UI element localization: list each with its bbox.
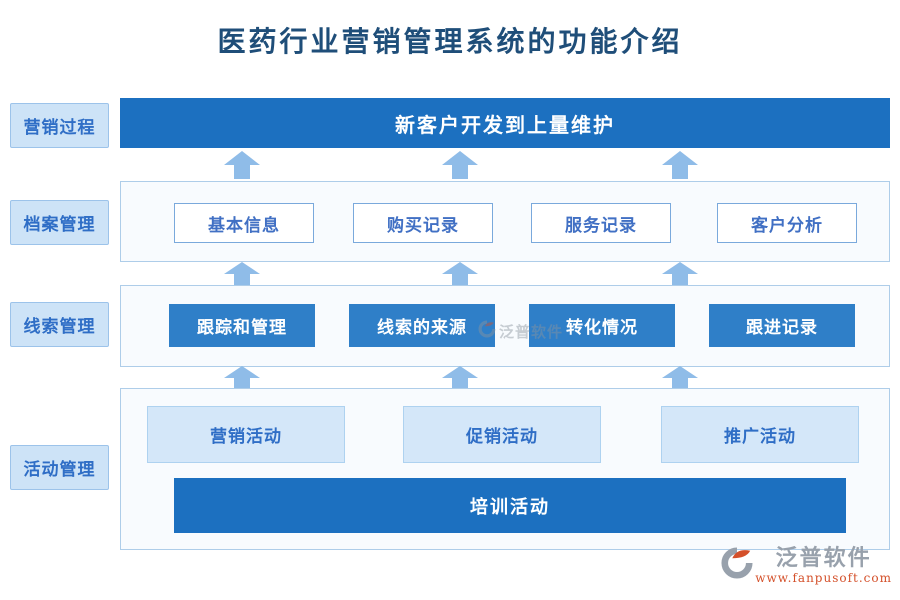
up-arrow-icon [662,262,698,286]
leads-item-tracking-management: 跟踪和管理 [169,304,315,347]
side-label-activity-management: 活动管理 [10,445,109,490]
up-arrow-icon [442,366,478,390]
leads-item-label: 线索的来源 [377,318,467,338]
training-bar-label: 培训活动 [470,496,550,518]
side-label-text: 线索管理 [23,317,96,337]
page-title: 医药行业营销管理系统的功能介绍 [217,25,683,58]
leads-item-label: 跟进记录 [746,318,818,338]
banner-text: 新客户开发到上量维护 [395,112,615,137]
leads-item-followup-records: 跟进记录 [709,304,855,347]
leads-item-lead-source: 线索的来源 [349,304,495,347]
top-banner: 新客户开发到上量维护 [120,98,890,148]
activity-training-bar: 培训活动 [174,478,846,533]
fanpu-logo-icon [721,547,753,583]
up-arrow-icon [662,366,698,390]
activity-item-marketing: 营销活动 [147,406,345,463]
brand-url: www.fanpusoft.com [755,571,892,585]
side-label-marketing-process: 营销过程 [10,103,109,148]
activity-section: 营销活动 促销活动 推广活动 培训活动 [120,388,890,550]
up-arrow-icon [662,151,698,179]
brand-name: 泛普软件 [775,545,872,571]
activity-item-outreach: 推广活动 [661,406,859,463]
activity-item-label: 营销活动 [210,427,282,447]
up-arrow-icon [224,366,260,390]
leads-section: 跟踪和管理 线索的来源 转化情况 跟进记录 [120,285,890,367]
archive-item-label: 基本信息 [208,215,280,236]
leads-item-label: 转化情况 [566,318,638,338]
up-arrow-icon [442,262,478,286]
archive-item-basic-info: 基本信息 [174,203,314,243]
archive-item-customer-analysis: 客户分析 [717,203,857,243]
archive-item-label: 客户分析 [751,215,823,236]
activity-item-label: 推广活动 [724,427,796,447]
brand-logo: 泛普软件 www.fanpusoft.com [721,547,892,584]
side-label-archive-management: 档案管理 [10,200,109,245]
activity-item-label: 促销活动 [466,427,538,447]
side-label-text: 活动管理 [23,460,96,480]
archive-item-label: 服务记录 [565,215,637,236]
up-arrow-icon [442,151,478,179]
leads-item-conversion-status: 转化情况 [529,304,675,347]
side-label-text: 档案管理 [23,215,96,235]
up-arrow-icon [224,262,260,286]
archive-section: 基本信息 购买记录 服务记录 客户分析 [120,181,890,262]
archive-item-purchase-records: 购买记录 [353,203,493,243]
up-arrow-icon [224,151,260,179]
archive-item-service-records: 服务记录 [531,203,671,243]
archive-item-label: 购买记录 [387,215,459,236]
side-label-leads-management: 线索管理 [10,302,109,347]
leads-item-label: 跟踪和管理 [197,318,287,338]
side-label-text: 营销过程 [23,118,96,138]
activity-item-promotion: 促销活动 [403,406,601,463]
